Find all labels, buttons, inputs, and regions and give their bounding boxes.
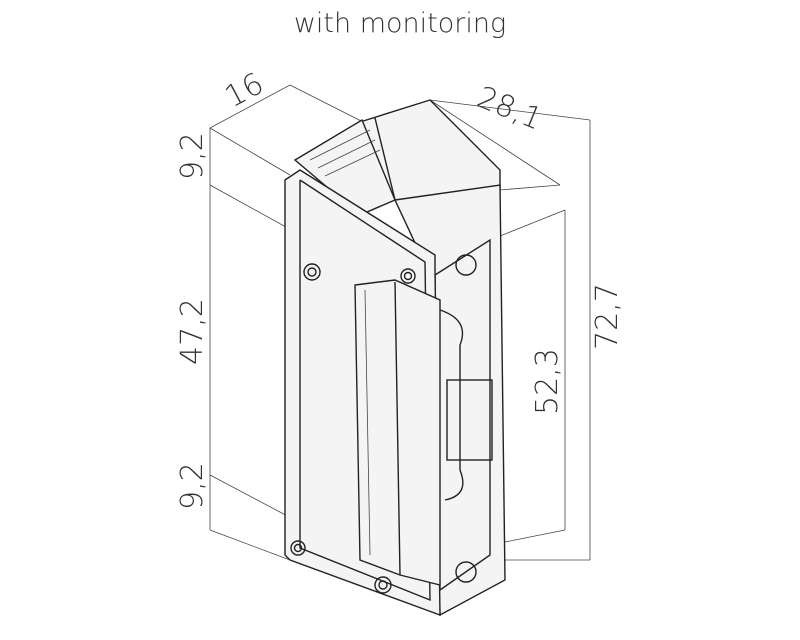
dim-9-2-lower: 9,2	[175, 462, 210, 510]
dim-28-1: 28,1	[472, 80, 547, 137]
dim-72-7: 72,7	[590, 283, 625, 350]
dimension-lines	[209, 84, 591, 561]
diagram-title: with monitoring	[293, 8, 507, 39]
strike-body	[284, 99, 506, 617]
dim-16: 16	[219, 66, 269, 115]
dim-47-2: 47,2	[175, 298, 210, 365]
dim-52-3: 52,3	[530, 348, 565, 415]
dim-9-2-upper: 9,2	[175, 132, 210, 180]
